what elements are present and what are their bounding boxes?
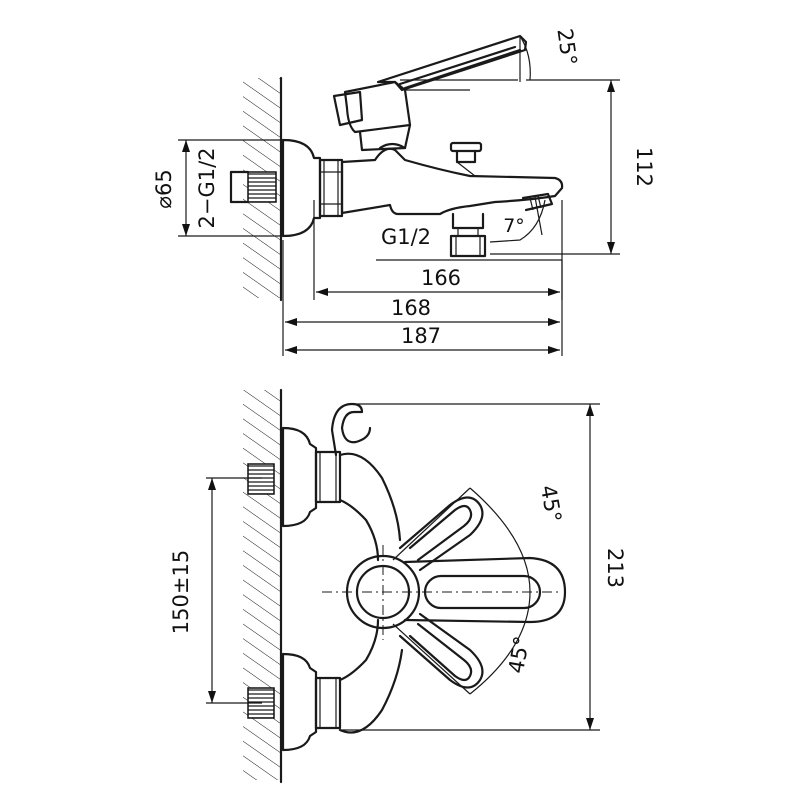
side-view: ⌀65 2−G1/2 G1/2 7° 25° 112 166 168 187 <box>152 27 656 356</box>
inlet-upper-front <box>247 426 342 528</box>
outlet-connection-side <box>449 212 487 258</box>
shower-holder-hook <box>330 402 372 457</box>
angle-arc-spout <box>489 199 546 243</box>
dimension-112 <box>490 79 620 255</box>
inlet-thread-side <box>229 170 277 204</box>
aerator-side <box>521 192 554 212</box>
label-width-187: 187 <box>401 324 441 348</box>
label-angle-handle: 25° <box>552 27 581 67</box>
label-center-distance: 150±15 <box>169 550 193 634</box>
wall-front <box>243 388 283 784</box>
diverter-knob-side <box>449 141 483 177</box>
dimension-187 <box>282 330 563 356</box>
mixer-body-side <box>340 147 564 216</box>
dimension-flange-diameter <box>178 139 290 237</box>
label-width-166: 166 <box>421 266 461 290</box>
label-angle-up: 45° <box>536 483 566 524</box>
dimension-213 <box>340 403 600 731</box>
label-inlet-thread: 2−G1/2 <box>195 147 219 228</box>
flange-side <box>281 138 322 238</box>
union-nut-side <box>318 158 344 218</box>
dimension-166 <box>313 200 560 300</box>
dimension-168 <box>282 240 563 330</box>
label-outlet-thread: G1/2 <box>381 225 431 249</box>
dimension-150 <box>206 477 262 704</box>
lever-lower-rotated <box>398 612 484 689</box>
lever-front <box>403 556 567 624</box>
mixer-body-front <box>338 452 404 734</box>
lever-side <box>332 34 528 152</box>
label-angle-spout: 7° <box>503 215 525 237</box>
label-flange-diameter: ⌀65 <box>152 169 176 208</box>
front-view: 150±15 213 45° 45° <box>169 388 627 784</box>
label-height-112: 112 <box>632 147 656 187</box>
angle-arc-handle <box>519 35 531 81</box>
label-angle-down: 45° <box>504 634 534 675</box>
label-height-213: 213 <box>603 548 627 588</box>
label-width-168: 168 <box>391 296 431 320</box>
